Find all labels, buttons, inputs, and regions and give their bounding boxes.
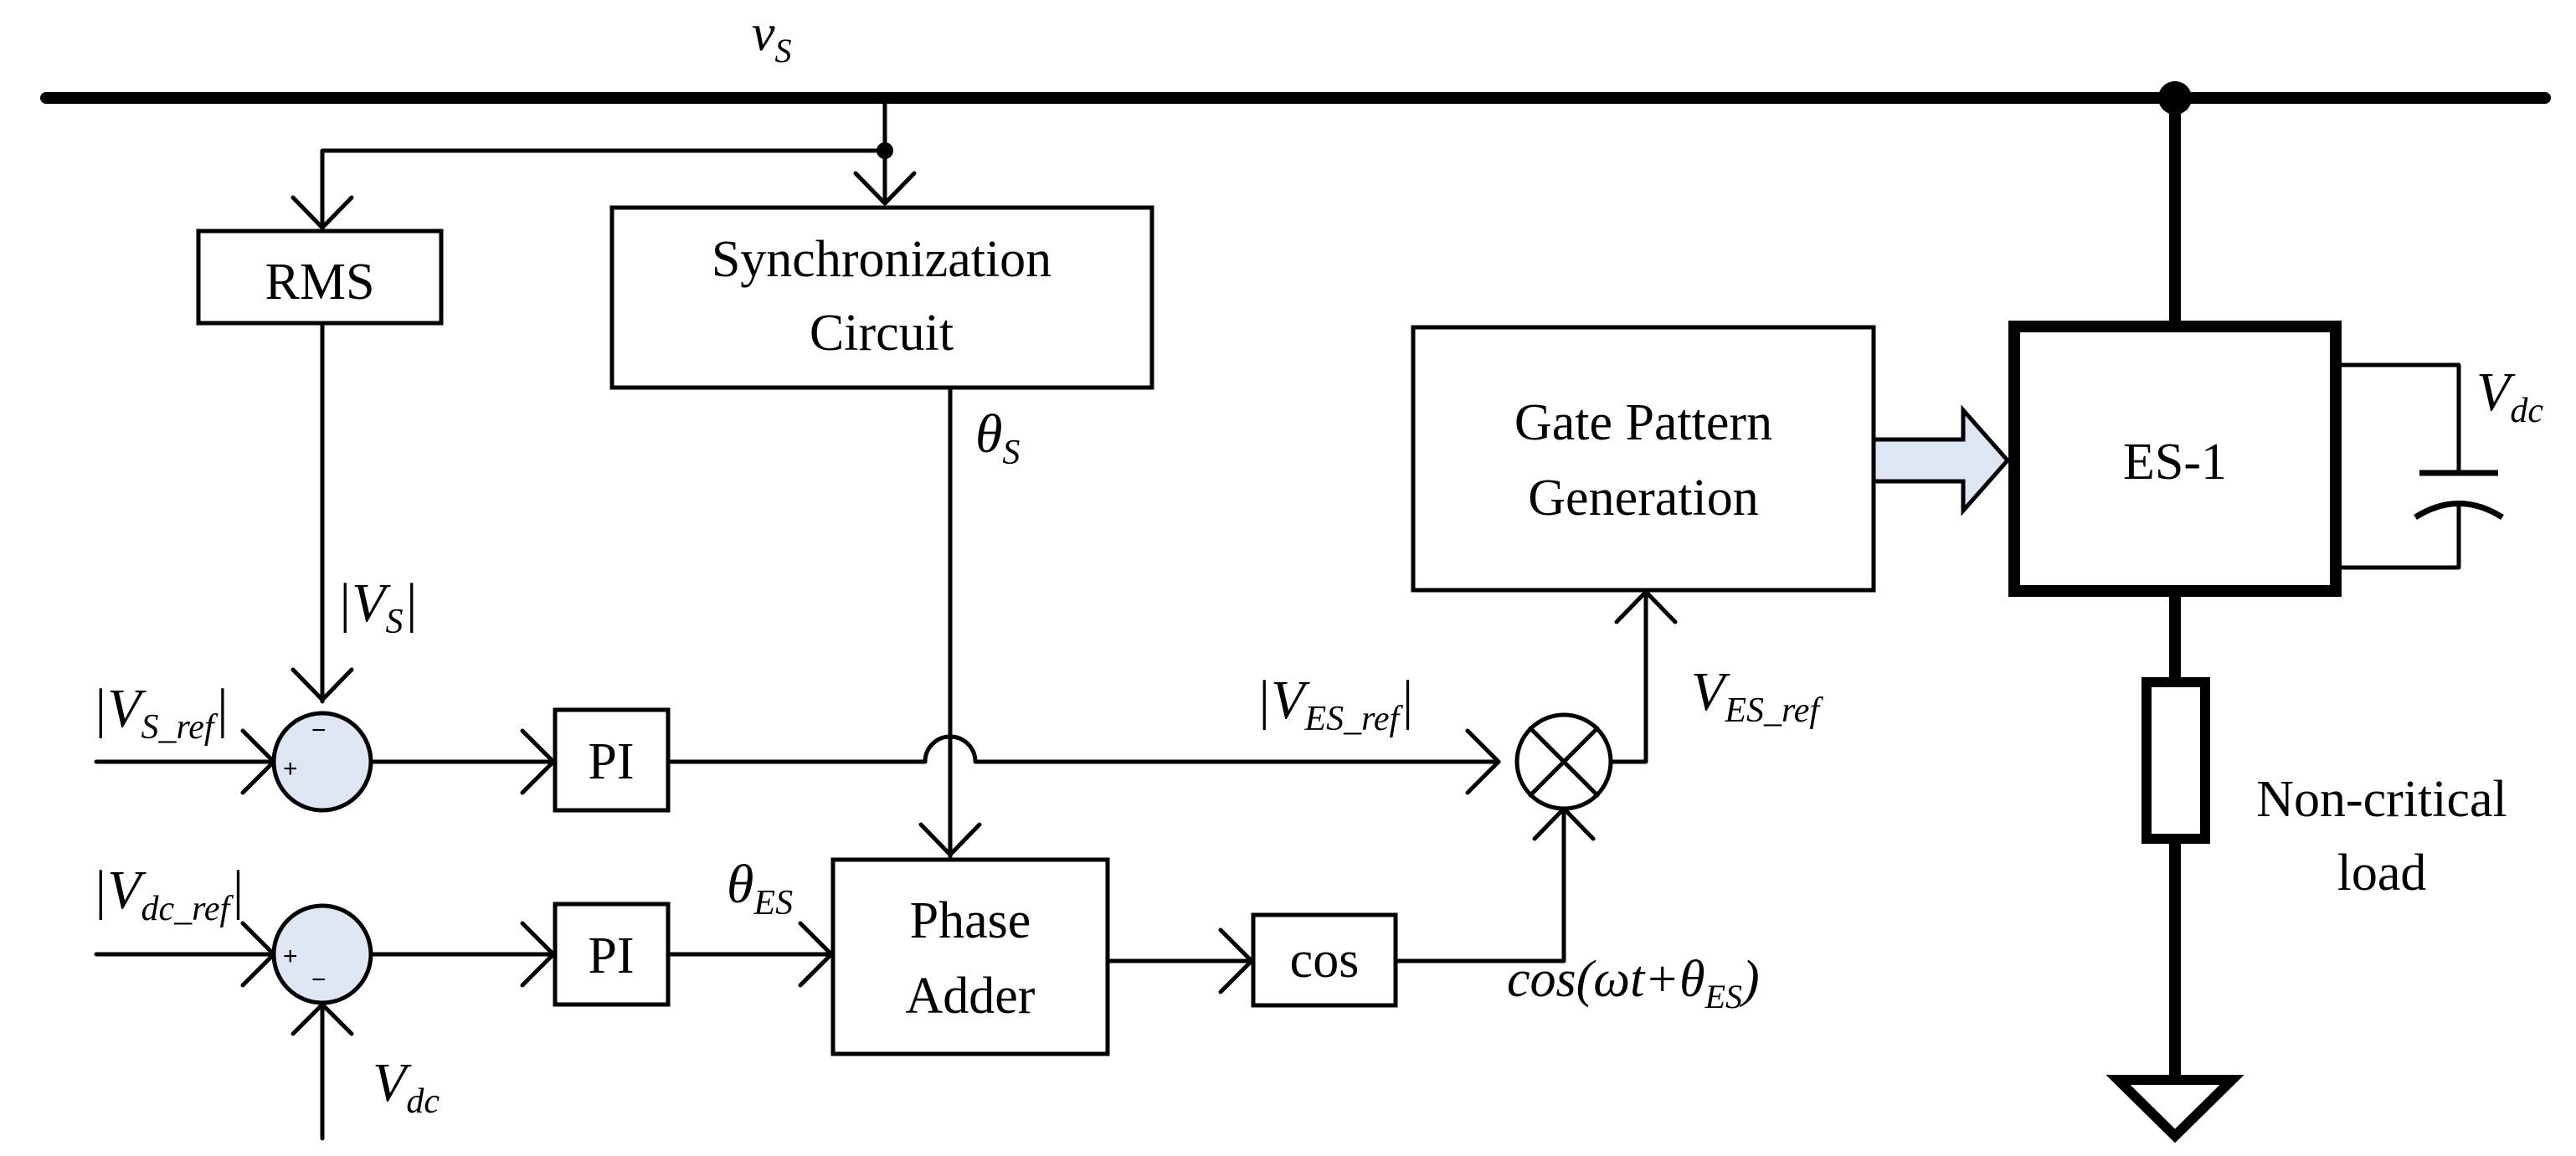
rms-block bbox=[196, 229, 444, 326]
rms-label: RMS bbox=[265, 254, 375, 311]
vs-abs-label: |VS| bbox=[337, 573, 419, 641]
pi-top-label: PI bbox=[588, 733, 634, 790]
pi-bottom-label: PI bbox=[588, 927, 634, 984]
sync-circuit-label-line2: Circuit bbox=[810, 305, 954, 362]
phase-adder-label-line2: Adder bbox=[906, 968, 1036, 1025]
cos-expr-label: cos(ωt+θES) bbox=[1507, 951, 1760, 1015]
cos-to-multiplier-wire bbox=[1393, 806, 1566, 963]
bus-label: vS bbox=[752, 5, 792, 69]
theta-es-label: θES bbox=[727, 854, 793, 922]
ground-icon bbox=[2106, 1075, 2244, 1143]
es1-label: ES-1 bbox=[2123, 434, 2227, 491]
sync-circuit-block bbox=[609, 205, 1154, 390]
capacitor-wire bbox=[2333, 362, 2461, 570]
pi-top-block bbox=[553, 707, 671, 813]
es1-block bbox=[2008, 321, 2342, 597]
theta-s-label: θS bbox=[975, 403, 1020, 472]
arrow-into-top-summer-left bbox=[240, 728, 276, 795]
ves-ref-label: VES_ref bbox=[1691, 661, 1823, 730]
pi-bottom-block bbox=[553, 902, 671, 1007]
bus-tap-wire bbox=[320, 95, 887, 229]
ves-ref-abs-wire bbox=[666, 734, 1501, 764]
gate-pattern-block bbox=[1411, 325, 1876, 593]
summer-bottom-minus: − bbox=[311, 966, 326, 994]
vs-ref-label: |VS_ref| bbox=[92, 678, 229, 747]
vdc-cap-label: Vdc bbox=[2476, 362, 2543, 430]
cos-block bbox=[1251, 912, 1398, 1008]
arrow-into-sync bbox=[853, 171, 917, 206]
phase-adder-label-line1: Phase bbox=[910, 892, 1031, 949]
ves-ref-abs-label: |VES_ref| bbox=[1256, 670, 1414, 738]
tap-junction-dot bbox=[877, 142, 893, 159]
arrow-into-top-summer bbox=[291, 667, 354, 702]
phase-adder-block bbox=[830, 857, 1110, 1056]
load-label-line2: load bbox=[2337, 845, 2427, 902]
ves-ref-wire bbox=[1608, 589, 1648, 764]
arrow-into-phase-adder-top bbox=[918, 822, 982, 857]
multiplier-cross-2 bbox=[1528, 726, 1600, 798]
load-label-line1: Non-critical bbox=[2256, 771, 2507, 828]
arrow-into-multiplier-left bbox=[1465, 728, 1501, 795]
arrow-into-bottom-summer-bottom bbox=[291, 1002, 354, 1036]
summer-bottom-plus: + bbox=[283, 943, 298, 970]
vdc-input-label: Vdc bbox=[373, 1052, 440, 1121]
summer-top-plus: + bbox=[283, 755, 298, 783]
arrow-into-bottom-summer-left bbox=[240, 921, 276, 988]
sync-circuit-label-line1: Synchronization bbox=[712, 231, 1051, 288]
gate-signal-block-arrow bbox=[1871, 404, 2011, 516]
gate-pattern-label-line1: Gate Pattern bbox=[1514, 394, 1772, 451]
arrow-into-rms bbox=[291, 195, 354, 230]
gate-pattern-label-line2: Generation bbox=[1528, 470, 1758, 527]
non-critical-load-resistor bbox=[2142, 677, 2210, 844]
summer-top-minus: − bbox=[311, 717, 326, 744]
vdc-ref-label: |Vdc_ref| bbox=[92, 860, 244, 928]
capacitor-plate-bottom bbox=[2414, 501, 2504, 520]
cos-label: cos bbox=[1290, 932, 1360, 989]
